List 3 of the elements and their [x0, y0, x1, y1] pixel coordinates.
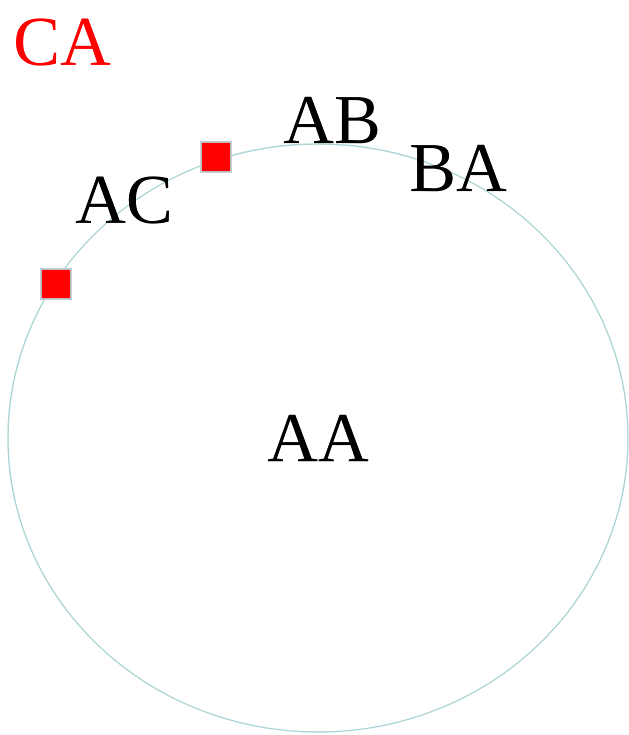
label-text: CA — [16, 18, 110, 66]
label-text: AC — [76, 176, 169, 224]
label-text: BA — [411, 144, 506, 192]
